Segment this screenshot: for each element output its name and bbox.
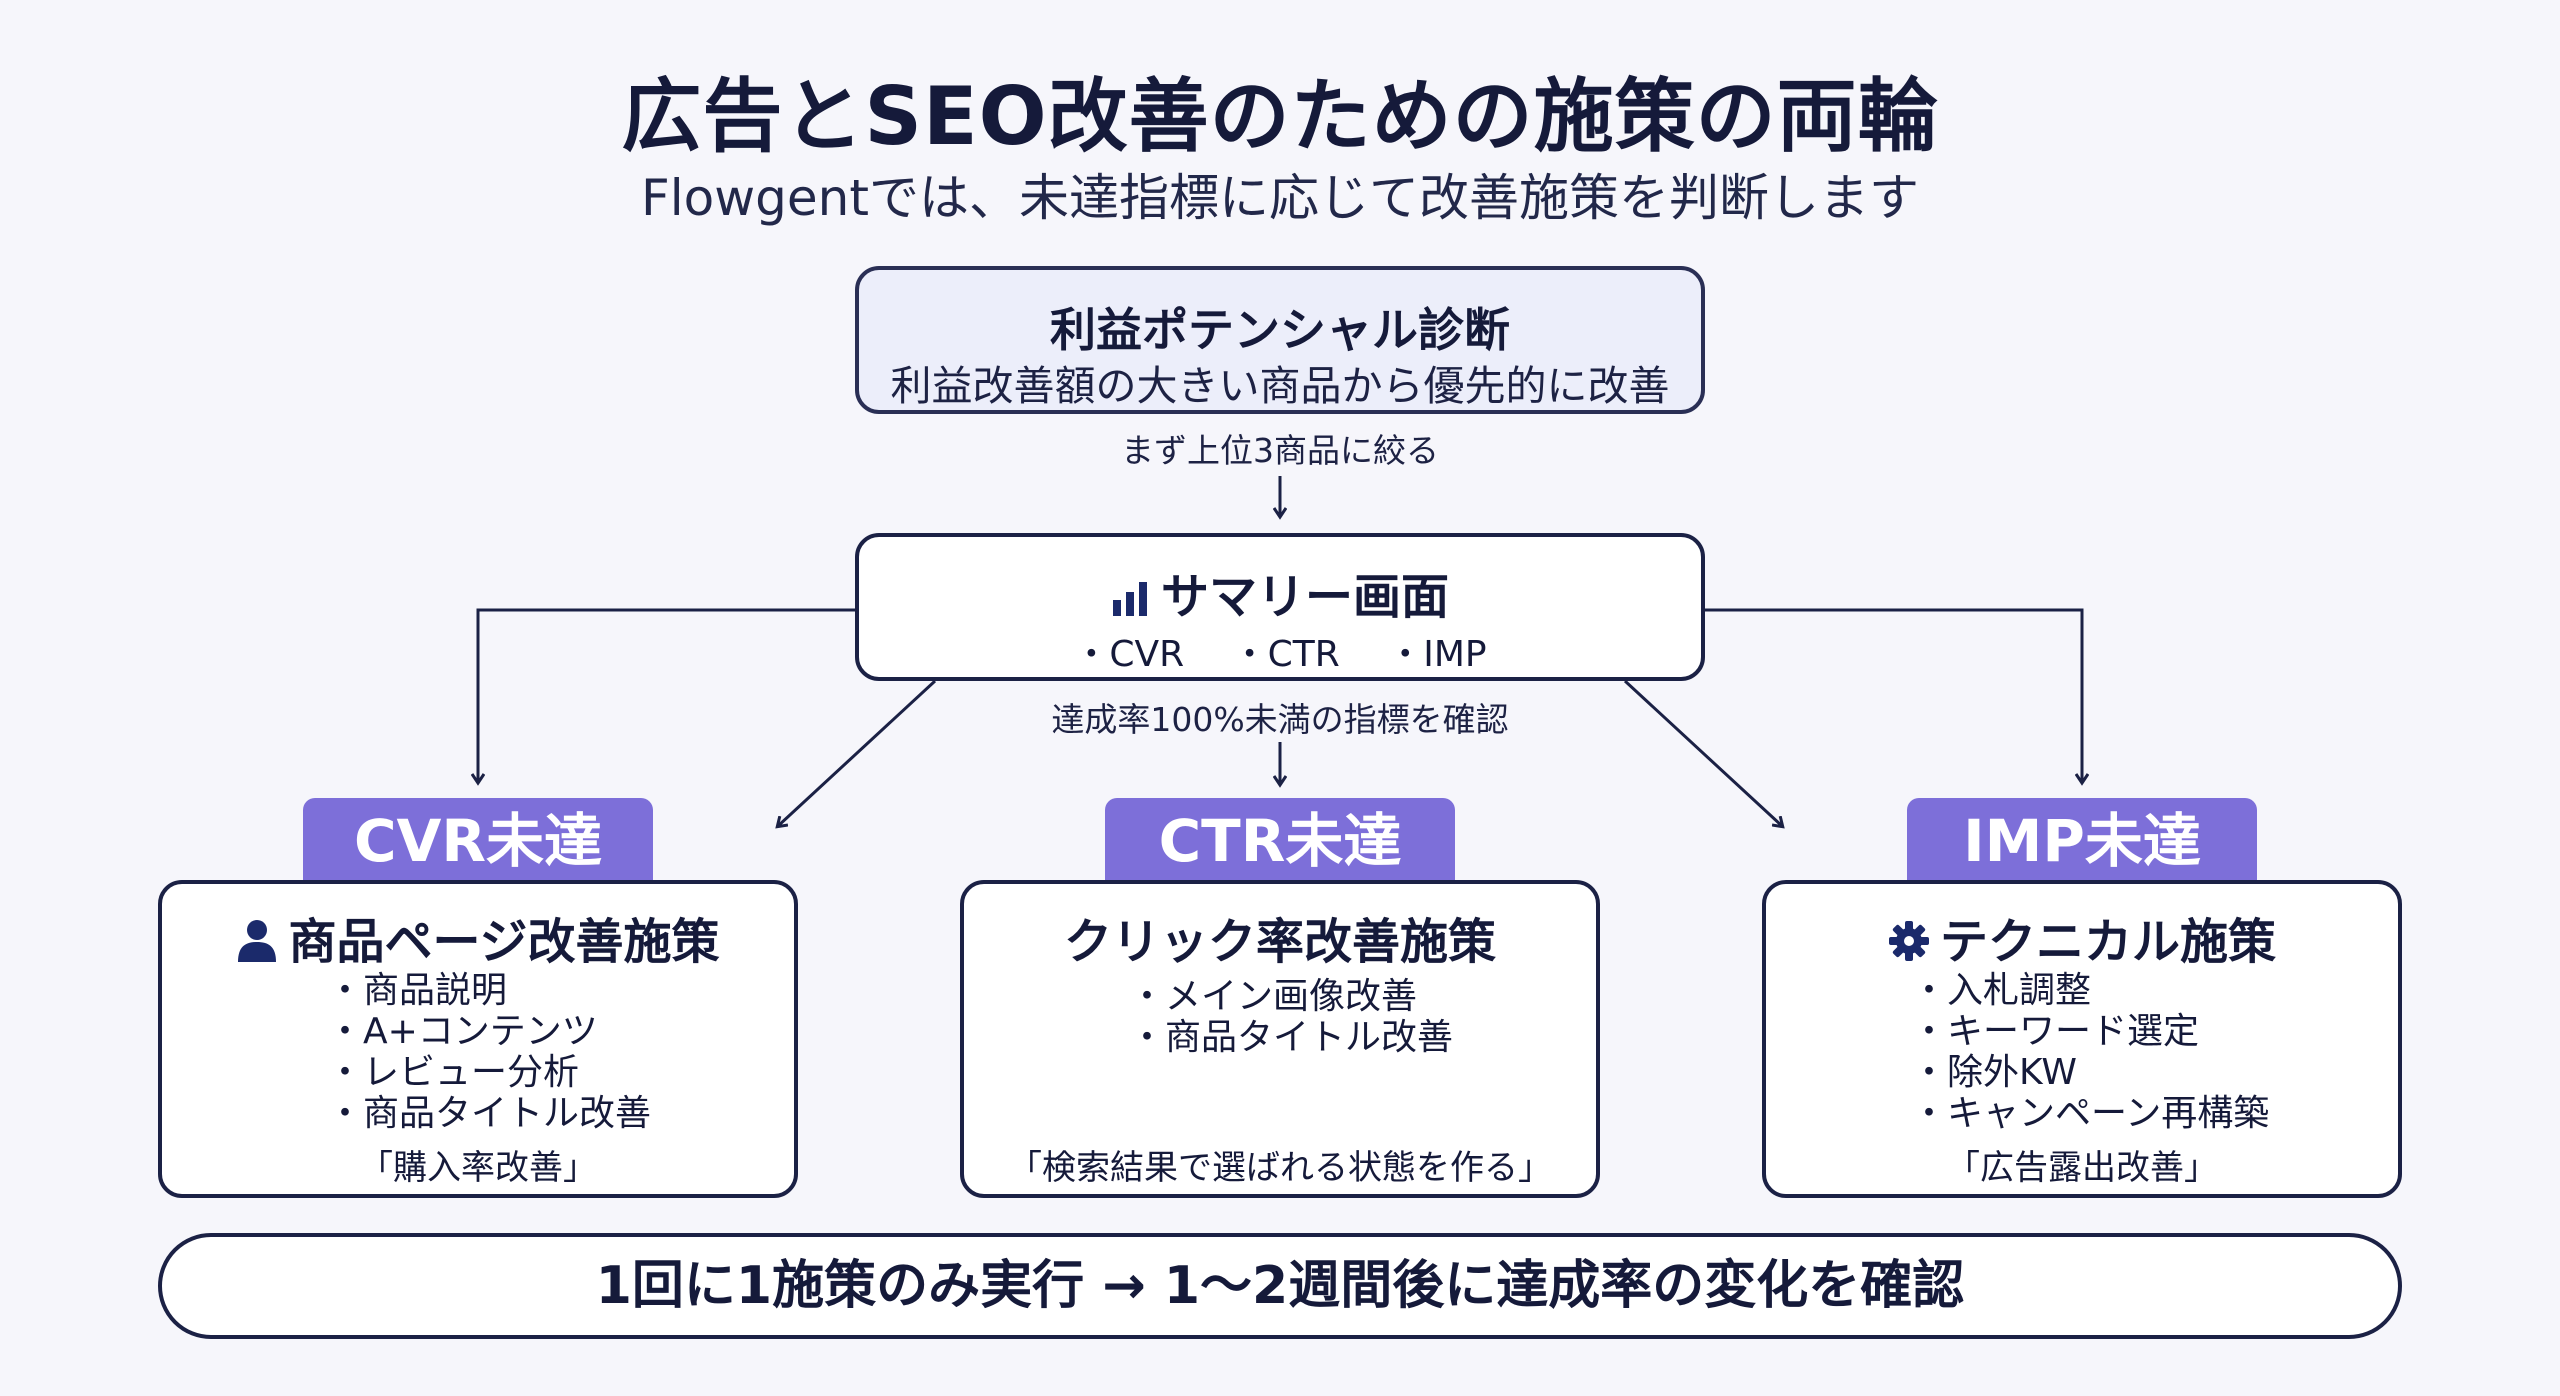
card-heading: 商品ページ改善施策 xyxy=(288,914,720,970)
profit-potential-text: 利益改善額の大きい商品から優先的に改善 xyxy=(890,362,1670,410)
connector-summary-to-cvr xyxy=(478,608,855,782)
gear-icon xyxy=(1888,918,1930,974)
profit-potential-heading: 利益ポテンシャル診断 xyxy=(1050,303,1510,357)
step-label-top-three: まず上位3商品に絞る xyxy=(1121,431,1439,470)
list-item: A+コンテンツ xyxy=(327,1011,651,1052)
metric-cvr: ・CVR xyxy=(1073,634,1185,675)
card-heading-row: テクニカル施策 xyxy=(1766,902,2398,974)
measure-list: 入札調整 キーワード選定 除外KW キャンペーン再構築 xyxy=(1911,970,2269,1134)
card-heading: クリック率改善施策 xyxy=(1063,914,1496,970)
card-heading-row: 商品ページ改善施策 xyxy=(162,902,794,974)
execution-rule-banner: 1回に1施策のみ実行 → 1〜2週間後に達成率の変化を確認 xyxy=(158,1233,2402,1339)
arrow-summary-diag-left xyxy=(778,679,937,826)
list-item: 商品タイトル改善 xyxy=(1129,1017,1453,1058)
list-item: キーワード選定 xyxy=(1911,1011,2269,1052)
list-item: 商品タイトル改善 xyxy=(327,1093,651,1134)
summary-heading-row: サマリー画面 xyxy=(859,557,1701,628)
summary-metrics: ・CVR ・CTR ・IMP xyxy=(859,625,1701,677)
bar-chart-icon xyxy=(1111,572,1151,628)
summary-heading: サマリー画面 xyxy=(1160,569,1449,625)
list-item: 入札調整 xyxy=(1911,970,2269,1011)
metric-ctr: ・CTR xyxy=(1231,634,1340,675)
list-item: 除外KW xyxy=(1911,1052,2269,1093)
card-heading: テクニカル施策 xyxy=(1939,914,2276,970)
card-goal-quote: 「広告露出改善」 xyxy=(1946,1148,2218,1188)
user-icon xyxy=(236,918,278,974)
page-title: 広告とSEO改善のための施策の両輪 xyxy=(621,70,1939,163)
measure-list: メイン画像改善 商品タイトル改善 xyxy=(1129,976,1453,1058)
card-technical-measures: テクニカル施策 入札調整 キーワード選定 除外KW キャンペーン再構築 「広告露… xyxy=(1762,880,2402,1198)
tag-cvr-unmet: CVR未達 xyxy=(303,798,653,884)
list-item: キャンペーン再構築 xyxy=(1911,1093,2269,1134)
tag-imp-unmet: IMP未達 xyxy=(1907,798,2257,884)
card-product-page-measures: 商品ページ改善施策 商品説明 A+コンテンツ レビュー分析 商品タイトル改善 「… xyxy=(158,880,798,1198)
arrow-summary-diag-right xyxy=(1623,679,1782,826)
card-goal-quote: 「検索結果で選ばれる状態を作る」 xyxy=(1008,1148,1552,1188)
summary-screen-box: サマリー画面 ・CVR ・CTR ・IMP xyxy=(855,533,1705,681)
list-item: レビュー分析 xyxy=(327,1052,651,1093)
card-goal-quote: 「購入率改善」 xyxy=(359,1148,597,1188)
connector-summary-to-imp xyxy=(1705,608,2082,782)
step-label-check-metrics: 達成率100%未満の指標を確認 xyxy=(1051,700,1509,739)
page-subtitle: Flowgentでは、未達指標に応じて改善施策を判断します xyxy=(641,169,1919,227)
list-item: メイン画像改善 xyxy=(1129,976,1453,1017)
tag-ctr-unmet: CTR未達 xyxy=(1105,798,1455,884)
list-item: 商品説明 xyxy=(327,970,651,1011)
profit-potential-box: 利益ポテンシャル診断 利益改善額の大きい商品から優先的に改善 xyxy=(855,266,1705,414)
measure-list: 商品説明 A+コンテンツ レビュー分析 商品タイトル改善 xyxy=(327,970,651,1134)
metric-imp: ・IMP xyxy=(1387,634,1487,675)
card-click-rate-measures: クリック率改善施策 メイン画像改善 商品タイトル改善 「検索結果で選ばれる状態を… xyxy=(960,880,1600,1198)
